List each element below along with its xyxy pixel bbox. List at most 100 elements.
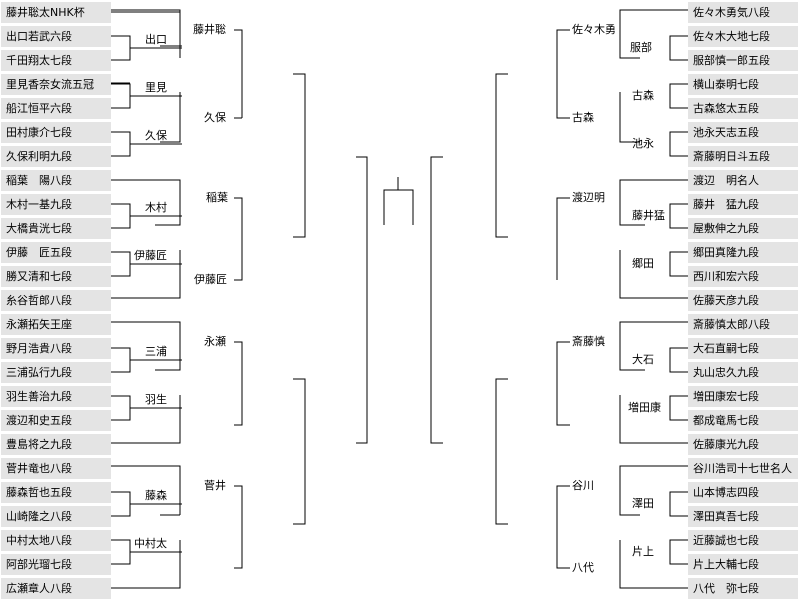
player-r-4: 古森悠太五段 bbox=[688, 98, 798, 119]
player-r-6: 斎藤明日斗五段 bbox=[688, 146, 798, 167]
player-l-9: 大橋貴洸七段 bbox=[1, 218, 111, 239]
left-r2-5 bbox=[111, 321, 181, 371]
player-r-9: 屋敷伸之九段 bbox=[688, 218, 798, 239]
right-r2-8 bbox=[619, 540, 688, 589]
left-semi-1 bbox=[293, 73, 306, 238]
winner-left_round1-0: 出口 bbox=[145, 33, 167, 46]
player-r-1: 佐々木大地七段 bbox=[688, 26, 798, 47]
winner-left_round1-8: 中村太 bbox=[134, 537, 167, 550]
player-r-18: 佐藤康光九段 bbox=[688, 434, 798, 455]
winner-right_round3-0: 古森 bbox=[572, 111, 594, 124]
right-semi-1 bbox=[495, 73, 508, 238]
left-r2-3 bbox=[111, 179, 181, 226]
winner-left_round2-1: 稲葉 bbox=[206, 191, 228, 204]
player-l-4: 船江恒平六段 bbox=[1, 98, 111, 119]
player-r-2: 服部慎一郎五段 bbox=[688, 50, 798, 71]
player-l-24: 広瀬章人八段 bbox=[1, 578, 111, 599]
left-r1-bracket bbox=[111, 539, 131, 565]
winner-right_round1-1: 古森 bbox=[632, 89, 654, 102]
right-r2-6 bbox=[619, 395, 688, 444]
player-l-10: 伊藤 匠五段 bbox=[1, 242, 111, 263]
left-r3-1 bbox=[234, 29, 243, 118]
right-r1-bracket bbox=[669, 539, 688, 565]
right-r3-3 bbox=[556, 341, 570, 426]
player-r-13: 斎藤慎太郎八段 bbox=[688, 314, 798, 335]
player-l-12: 糸谷哲郎八段 bbox=[1, 290, 111, 311]
player-r-19: 谷川浩司十七世名人 bbox=[688, 458, 798, 479]
right-r2-7 bbox=[619, 465, 688, 516]
player-l-17: 渡辺和史五段 bbox=[1, 410, 111, 431]
player-l-7: 稲葉 陽八段 bbox=[1, 170, 111, 191]
winner-right_round2-3: 谷川 bbox=[572, 479, 594, 492]
winner-left_round2-3: 菅井 bbox=[204, 479, 226, 492]
right-semi-2 bbox=[495, 378, 508, 525]
left-r2-6 bbox=[111, 395, 181, 444]
player-l-22: 中村太地八段 bbox=[1, 530, 111, 551]
right-r3-4 bbox=[556, 485, 570, 569]
left-final bbox=[356, 156, 368, 444]
player-l-1: 出口若武六段 bbox=[1, 26, 111, 47]
winner-left_round1-2: 久保 bbox=[145, 129, 167, 142]
player-l-20: 藤森哲也五段 bbox=[1, 482, 111, 503]
player-l-23: 阿部光瑠七段 bbox=[1, 554, 111, 575]
right-r1-bracket bbox=[669, 347, 688, 373]
winner-left_round1-4: 伊藤匠 bbox=[134, 249, 167, 262]
left-r1-bracket bbox=[111, 83, 131, 109]
player-l-8: 木村一基九段 bbox=[1, 194, 111, 215]
winner-right_round1-0: 服部 bbox=[630, 41, 652, 54]
player-r-14: 大石直嗣七段 bbox=[688, 338, 798, 359]
player-l-14: 野月浩貴八段 bbox=[1, 338, 111, 359]
player-r-0: 佐々木勇気八段 bbox=[688, 2, 798, 23]
player-l-19: 菅井竜也八段 bbox=[1, 458, 111, 479]
player-r-16: 増田康宏七段 bbox=[688, 386, 798, 407]
left-r1-bracket bbox=[111, 395, 131, 421]
player-r-10: 郷田真隆九段 bbox=[688, 242, 798, 263]
center-b bbox=[398, 189, 414, 225]
winner-left_round3-0: 久保 bbox=[204, 111, 226, 124]
player-r-15: 丸山忠久九段 bbox=[688, 362, 798, 383]
player-l-16: 羽生善治九段 bbox=[1, 386, 111, 407]
player-r-3: 横山泰明七段 bbox=[688, 74, 798, 95]
winner-right_round1-4: 郷田 bbox=[632, 257, 654, 270]
right-r2-5 bbox=[619, 321, 688, 371]
left-r2-7 bbox=[111, 465, 181, 515]
left-semi-2 bbox=[293, 378, 306, 525]
winner-right_round2-0: 佐々木勇 bbox=[572, 23, 616, 36]
winner-right_round2-1: 渡辺明 bbox=[572, 191, 605, 204]
winner-right_round1-5: 大石 bbox=[632, 353, 654, 366]
left-r2-1 bbox=[111, 9, 181, 58]
winner-right_round1-2: 池永 bbox=[632, 137, 654, 150]
player-l-3: 里見香奈女流五冠 bbox=[1, 74, 111, 95]
player-l-6: 久保利明九段 bbox=[1, 146, 111, 167]
right-r2-1 bbox=[619, 9, 688, 59]
player-l-21: 山崎隆之八段 bbox=[1, 506, 111, 527]
player-r-21: 澤田真吾七段 bbox=[688, 506, 798, 527]
player-l-15: 三浦弘行九段 bbox=[1, 362, 111, 383]
right-r1-bracket bbox=[669, 395, 688, 421]
player-r-20: 山本博志四段 bbox=[688, 482, 798, 503]
right-r3-1 bbox=[556, 29, 570, 119]
player-l-0: 藤井聡太NHK杯 bbox=[1, 2, 111, 23]
winner-left_round1-5: 三浦 bbox=[145, 345, 167, 358]
player-l-5: 田村康介七段 bbox=[1, 122, 111, 143]
player-l-11: 勝又清和七段 bbox=[1, 266, 111, 287]
winner-left_round3-1: 伊藤匠 bbox=[194, 273, 227, 286]
winner-right_round1-8: 片上 bbox=[632, 545, 654, 558]
player-r-7: 渡辺 明名人 bbox=[688, 170, 798, 191]
winner-left_round1-7: 藤森 bbox=[145, 489, 167, 502]
left-r1-bracket bbox=[111, 347, 131, 373]
right-r1-bracket bbox=[669, 491, 688, 517]
winner-left_round2-2: 永瀬 bbox=[204, 335, 226, 348]
left-r3-4 bbox=[234, 485, 243, 569]
player-r-5: 池永天志五段 bbox=[688, 122, 798, 143]
winner-right_round1-7: 澤田 bbox=[632, 497, 654, 510]
winner-right_round2-2: 斎藤慎 bbox=[572, 335, 605, 348]
player-r-24: 八代 弥七段 bbox=[688, 578, 798, 599]
right-r1-bracket bbox=[669, 83, 688, 109]
left-r1-bracket bbox=[111, 491, 131, 517]
player-l-18: 豊島将之九段 bbox=[1, 434, 111, 455]
player-l-2: 千田翔太七段 bbox=[1, 50, 111, 71]
winner-right_round3-1: 八代 bbox=[572, 561, 594, 574]
right-final bbox=[430, 156, 443, 444]
